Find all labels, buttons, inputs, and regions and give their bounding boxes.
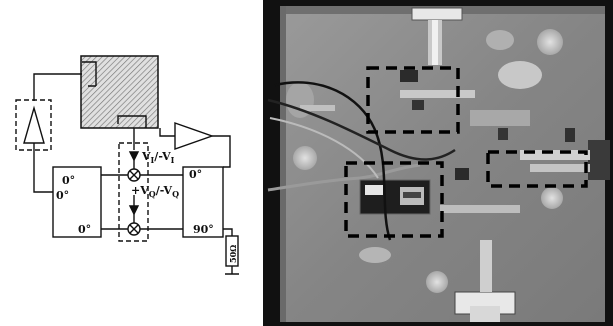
hybrid-right <box>182 166 224 238</box>
hybrid-right-top-port: 0° <box>189 168 202 181</box>
cable-grey-2 <box>269 117 379 179</box>
module-top-probe <box>82 61 97 87</box>
right-amplifier-icon <box>174 122 215 150</box>
solder-pad-top-right <box>537 29 563 55</box>
cable-black-1 <box>274 81 392 241</box>
hybrid-left-mid-port: 0° <box>56 189 69 202</box>
solder-pad-right <box>541 187 563 209</box>
pcb-photograph <box>263 0 613 326</box>
hybrid-right-bottom-port: 90° <box>193 223 214 236</box>
cable-grey <box>267 163 421 192</box>
voltage-i-label: VI/-VI <box>141 150 175 165</box>
cable-black-2 <box>267 98 456 161</box>
solder-pad-left <box>293 146 317 170</box>
hybrid-left-bottom-port: 0° <box>78 223 91 236</box>
left-amplifier-icon <box>23 105 45 144</box>
mixer-q-icon <box>127 195 141 236</box>
wire-top-loop <box>33 73 82 101</box>
module-bottom-probe <box>117 115 147 128</box>
solder-pad-bottom <box>426 271 448 293</box>
top-sma-connector <box>411 7 463 21</box>
mixer-i-icon <box>127 128 141 182</box>
wire-to-termination <box>223 228 233 236</box>
hybrid-left <box>52 166 102 238</box>
wire-amp-right-out <box>212 135 231 168</box>
wire-amp-to-hybrid <box>33 143 53 193</box>
ground-icon <box>225 266 239 275</box>
termination-label: 50Ω <box>228 245 238 263</box>
dashed-mixer-box <box>118 142 149 242</box>
circuit-schematic: 0° 0° 0° 0° 90° VI/-VI +VQ/-VQ <box>15 55 239 275</box>
highlight-box-chip <box>344 161 444 238</box>
dashed-amp-box <box>15 99 52 151</box>
highlight-box-right <box>486 150 588 188</box>
voltage-q-label: +VQ/-VQ <box>131 184 179 199</box>
hybrid-left-top-port: 0° <box>62 174 75 187</box>
wire-module-to-amp <box>159 128 175 137</box>
highlight-box-top <box>366 66 460 134</box>
right-sma-connector <box>588 140 610 180</box>
